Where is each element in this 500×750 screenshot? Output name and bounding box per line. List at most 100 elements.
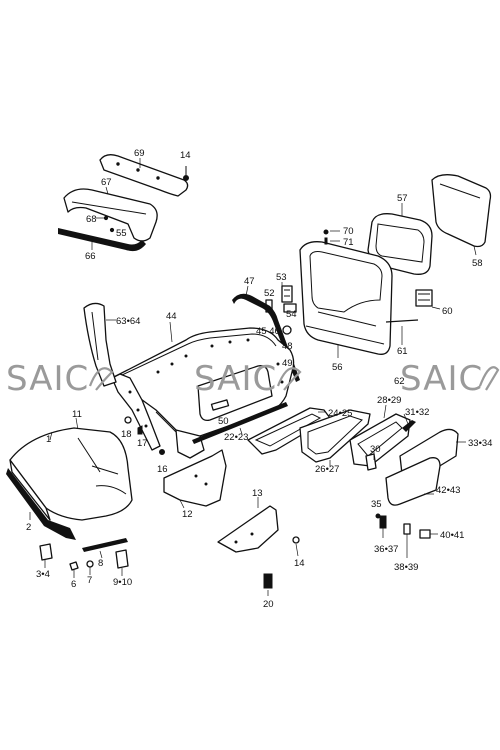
callout-6: 6 [71, 579, 76, 590]
callout-16: 16 [157, 464, 168, 475]
part-31-32-seal [402, 420, 416, 432]
callout-70: 70 [343, 226, 354, 237]
part-14-bolt-lower [292, 536, 300, 544]
part-67-rail-trim [63, 188, 158, 242]
part-20-clip [263, 573, 273, 589]
part-13-lower-trim-panel [217, 505, 279, 553]
part-2-edge-trim [6, 468, 76, 540]
callout-47: 47 [244, 276, 255, 287]
callout-33-34: 33•34 [468, 438, 492, 449]
callout-20: 20 [263, 599, 274, 610]
part-45-46-hinge [282, 325, 292, 335]
part-26-27-side-glass [299, 409, 371, 463]
part-16-bolt [159, 449, 165, 455]
part-3-4-bracket [39, 543, 53, 561]
callout-56: 56 [332, 362, 343, 373]
callout-22-23: 22•23 [224, 432, 248, 443]
part-56-rear-door-frame [299, 241, 393, 355]
callout-60: 60 [442, 306, 453, 317]
watermark-swoosh-icon-2 [276, 367, 302, 391]
part-1-cover [9, 427, 133, 521]
part-8-strip [82, 538, 128, 552]
callout-53: 53 [276, 272, 287, 283]
watermark-1: SAIC [6, 359, 114, 399]
part-44-hardtop [111, 327, 295, 459]
callout-71: 71 [343, 237, 354, 248]
part-69-roof-rail [99, 154, 189, 197]
callout-54: 54 [286, 309, 297, 320]
callout-62: 62 [394, 376, 405, 387]
callout-49: 49 [282, 358, 293, 369]
part-70-71-bolts [323, 229, 329, 245]
part-40-41-clip [419, 529, 431, 539]
callout-40-41: 40•41 [440, 530, 464, 541]
callout-17: 17 [137, 438, 148, 449]
part-68-screw [103, 215, 109, 221]
callout-13: 13 [252, 488, 263, 499]
part-47-seal-strip [232, 293, 300, 382]
callout-9-10: 9•10 [113, 577, 132, 588]
callout-58: 58 [472, 258, 483, 269]
callout-66: 66 [85, 251, 96, 262]
part-66-drip-rail [58, 228, 146, 252]
callout-26-27: 26•27 [315, 464, 339, 475]
callout-14-lower: 14 [294, 558, 305, 569]
callout-7: 7 [87, 575, 92, 586]
callout-38-39: 38•39 [394, 562, 418, 573]
watermark-text-2: SAIC [194, 359, 277, 399]
callout-labels: 1 2 3•4 6 7 8 9•10 11 12 13 14 14 16 17 … [26, 148, 492, 610]
callout-52: 52 [264, 288, 275, 299]
part-63-64-pillar-trim [83, 302, 117, 387]
callout-36-37: 36•37 [374, 544, 398, 555]
part-6-nut [69, 561, 79, 571]
part-42-43-glass [385, 457, 441, 506]
part-54-bracket [283, 303, 297, 313]
part-55-screw [109, 227, 115, 233]
part-9-10-plate [115, 549, 129, 569]
part-12-trim-panel [163, 449, 227, 507]
callout-69: 69 [134, 148, 145, 159]
callout-63-64: 63•64 [116, 316, 140, 327]
part-61-rod [385, 319, 419, 323]
callout-8: 8 [98, 558, 103, 569]
part-60-latch [415, 289, 433, 307]
callout-1: 1 [46, 434, 51, 445]
callout-61: 61 [397, 346, 408, 357]
part-35-screw [375, 513, 381, 519]
watermark-text-1: SAIC [6, 359, 89, 399]
part-58-rear-glass [431, 174, 492, 248]
part-22-23-seal [192, 402, 288, 444]
callout-12: 12 [182, 509, 193, 520]
part-30-bracket [365, 453, 377, 471]
callout-50: 50 [218, 416, 229, 427]
callout-14-top: 14 [180, 150, 191, 161]
callout-68: 68 [86, 214, 97, 225]
watermark-group: SAIC SAIC SAIC [6, 359, 500, 399]
watermark-text-3: SAIC [400, 359, 483, 399]
callout-31-32: 31•32 [405, 407, 429, 418]
watermark-swoosh-icon-3 [478, 366, 500, 391]
part-53-hinge-bracket [281, 285, 293, 303]
part-14-bolt-top [183, 166, 189, 181]
callout-45-46: 45 46 [256, 326, 280, 337]
callout-11: 11 [72, 409, 82, 420]
part-38-39-stop [403, 523, 411, 535]
part-18-clip [124, 416, 132, 424]
callout-48: 48 [282, 341, 293, 352]
callout-2: 2 [26, 522, 31, 533]
callout-42-43: 42•43 [436, 485, 460, 496]
callout-67: 67 [101, 177, 112, 188]
callout-57: 57 [397, 193, 408, 204]
callout-24-25: 24•25 [328, 408, 352, 419]
callout-35: 35 [371, 499, 382, 510]
part-7-washer [86, 560, 94, 568]
watermark-2: SAIC [194, 359, 302, 399]
watermark-swoosh-icon-1 [88, 367, 114, 391]
part-17-screw [137, 425, 143, 435]
callout-55: 55 [116, 228, 127, 239]
part-36-37-bracket [379, 515, 387, 529]
callout-18: 18 [121, 429, 132, 440]
watermark-3: SAIC [400, 359, 500, 399]
callout-28-29: 28•29 [377, 395, 401, 406]
